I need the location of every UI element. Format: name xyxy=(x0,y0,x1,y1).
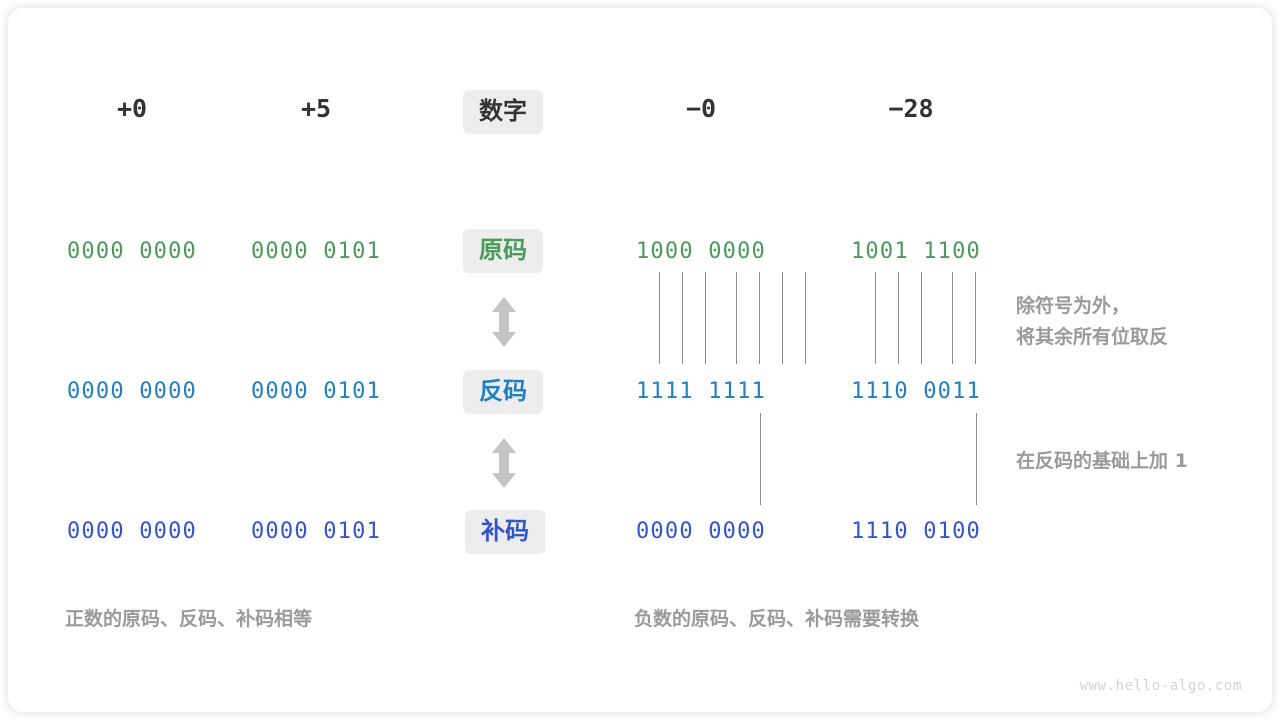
row-label-badge-ones-complement: 反码 xyxy=(463,370,543,414)
diagram-canvas: +0 +5 数字 −0 −28 0000 0000 0000 0101 原码 1… xyxy=(8,8,1272,712)
ones-complement-pos-zero: 0000 0000 xyxy=(66,379,198,404)
bit-connector-line xyxy=(659,272,660,364)
bit-connector-line xyxy=(759,272,760,364)
row-label-badge-true-form: 原码 xyxy=(463,229,543,273)
annotation-plus-one-rule: 在反码的基础上加 1 xyxy=(1016,450,1188,472)
bit-connector-line xyxy=(921,272,922,364)
bit-connector-line xyxy=(898,272,899,364)
bit-connector-line xyxy=(736,272,737,364)
carry-connector-line-neg-twentyeight xyxy=(976,413,977,505)
caption-negative: 负数的原码、反码、补码需要转换 xyxy=(634,608,920,630)
equivalence-arrow-true-to-ones xyxy=(489,296,519,353)
row-label-badge-number: 数字 xyxy=(463,90,543,134)
carry-connector-line-neg-zero xyxy=(760,413,761,505)
twos-complement-pos-five: 0000 0101 xyxy=(250,519,382,544)
watermark: www.hello-algo.com xyxy=(1079,678,1242,694)
ones-complement-pos-five: 0000 0101 xyxy=(250,379,382,404)
twos-complement-neg-zero: 0000 0000 xyxy=(635,519,767,544)
bit-connector-line xyxy=(952,272,953,364)
bit-connector-line xyxy=(705,272,706,364)
twos-complement-neg-twentyeight: 1110 0100 xyxy=(850,519,982,544)
column-header-pos-zero: +0 xyxy=(116,94,148,123)
column-header-pos-five: +5 xyxy=(300,94,332,123)
bit-connector-line xyxy=(805,272,806,364)
bit-connector-line xyxy=(782,272,783,364)
true-form-neg-zero: 1000 0000 xyxy=(635,239,767,264)
column-header-neg-zero: −0 xyxy=(685,94,717,123)
ones-complement-neg-twentyeight: 1110 0011 xyxy=(850,379,982,404)
caption-positive: 正数的原码、反码、补码相等 xyxy=(65,608,313,630)
equivalence-arrow-ones-to-twos xyxy=(489,437,519,494)
bit-connector-line xyxy=(975,272,976,364)
true-form-pos-five: 0000 0101 xyxy=(250,239,382,264)
ones-complement-neg-zero: 1111 1111 xyxy=(635,379,767,404)
column-header-neg-twentyeight: −28 xyxy=(888,94,934,123)
true-form-pos-zero: 0000 0000 xyxy=(66,239,198,264)
annotation-invert-rule: 除符号为外， 将其余所有位取反 xyxy=(1016,295,1169,349)
twos-complement-pos-zero: 0000 0000 xyxy=(66,519,198,544)
bit-connector-line xyxy=(875,272,876,364)
true-form-neg-twentyeight: 1001 1100 xyxy=(850,239,982,264)
bit-connector-line xyxy=(682,272,683,364)
row-label-badge-twos-complement: 补码 xyxy=(465,510,545,554)
